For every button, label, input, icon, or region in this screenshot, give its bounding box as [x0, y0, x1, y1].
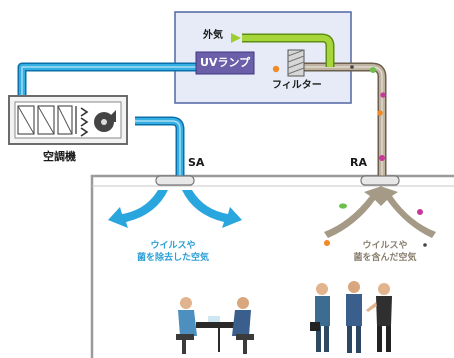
clean-air-caption-line2: 菌を除去した空気	[136, 253, 209, 264]
germ-orange-icon	[272, 65, 280, 73]
fan-icon	[80, 107, 116, 137]
uv-lamp-label: UVランプ	[200, 56, 251, 69]
air-conditioner-unit	[8, 95, 128, 145]
germ-green-icon	[370, 67, 376, 73]
filter-icon	[287, 49, 305, 77]
clean-air-caption-line1: ウイルスや	[150, 241, 196, 251]
dirty-air-caption-line2: 菌を含んだ空気	[353, 253, 417, 264]
uv-unit-box	[174, 11, 352, 104]
germ-magenta-icon	[417, 209, 423, 215]
germ-green-icon	[339, 203, 347, 209]
dirty-air-arrow-right-icon	[380, 186, 436, 238]
dirty-air-caption: ウイルスや 菌を含んだ空気	[330, 240, 440, 264]
germ-magenta-icon	[380, 92, 386, 98]
seated-people-meeting-icon	[176, 297, 254, 354]
supply-air-label: SA	[188, 156, 205, 169]
clean-air-arrow-right-icon	[182, 190, 242, 228]
outside-air-label: 外気	[203, 30, 223, 41]
room-outline	[90, 174, 454, 358]
outside-air-arrow-icon	[231, 33, 241, 43]
supply-duct-highlight	[21, 66, 231, 176]
uv-lamp-block	[195, 51, 255, 75]
germ-dark-icon	[350, 65, 354, 69]
air-conditioner-label: 空調機	[43, 150, 76, 163]
return-duct-highlight	[300, 66, 383, 176]
outside-air-duct	[242, 35, 333, 67]
return-grille	[360, 175, 400, 186]
supply-diffuser	[155, 175, 195, 186]
standing-people-icon	[310, 281, 392, 353]
dirty-air-arrow-left-icon	[324, 186, 382, 238]
germ-orange-icon	[377, 110, 383, 116]
germ-orange-icon	[324, 240, 330, 246]
germ-magenta-icon	[379, 155, 385, 161]
clean-air-arrow-left-icon	[108, 190, 168, 228]
dirty-air-caption-line1: ウイルスや	[362, 241, 408, 251]
coil-icon	[17, 105, 77, 135]
filter-label: フィルター	[272, 80, 322, 91]
return-air-label: RA	[350, 156, 367, 169]
clean-air-caption: ウイルスや 菌を除去した空気	[118, 240, 228, 264]
germ-dark-icon	[423, 243, 427, 247]
